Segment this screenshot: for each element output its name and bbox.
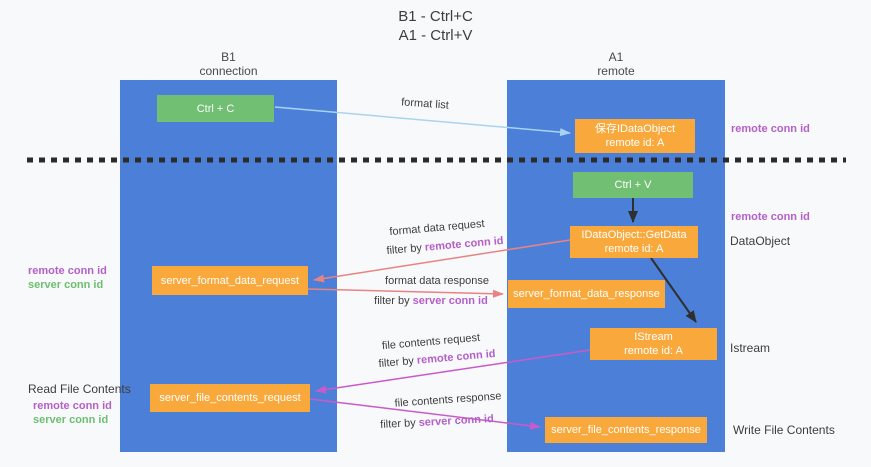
right-lane-name: A1 xyxy=(608,50,624,64)
right-lane-header: A1 remote xyxy=(507,50,725,78)
right-remote-conn-id-top: remote conn id xyxy=(731,123,810,135)
ctrl-v-label: Ctrl + V xyxy=(614,179,652,191)
right-lane-role: remote xyxy=(597,64,635,78)
ctrl-c-box: Ctrl + C xyxy=(157,95,274,122)
save-dataobject-line2: remote id: A xyxy=(605,137,665,149)
ctrl-v-box: Ctrl + V xyxy=(573,172,693,198)
getdata-box: IDataObject::GetData remote id: A xyxy=(570,226,698,258)
filter-by-text: filter by xyxy=(374,295,410,307)
server-conn-id-key: server conn id xyxy=(418,413,495,429)
filter-by-text: filter by xyxy=(379,417,416,431)
left-lane-name: B1 xyxy=(221,50,236,64)
filter-by-text: filter by xyxy=(378,355,415,371)
left-server-conn-id-top: server conn id xyxy=(28,279,104,291)
server-file-contents-response-box: server_file_contents_response xyxy=(545,417,707,443)
format-list-label: format list xyxy=(400,96,450,112)
format-data-response-arrow xyxy=(307,288,504,298)
getdata-line1: IDataObject::GetData xyxy=(581,229,687,241)
left-lane-header: B1 connection xyxy=(120,50,337,78)
right-write-file-contents-label: Write File Contents xyxy=(733,423,835,437)
left-remote-conn-id-top: remote conn id xyxy=(28,265,107,277)
left-read-file-contents-label: Read File Contents xyxy=(28,382,131,396)
server-format-data-response-box: server_format_data_response xyxy=(508,280,665,308)
right-dataobject-label: DataObject xyxy=(730,234,791,248)
right-istream-label: Istream xyxy=(730,341,771,355)
save-dataobject-box: 保存IDataObject remote id: A xyxy=(575,119,695,153)
istream-line2: remote id: A xyxy=(624,345,683,357)
server-file-contents-request-box: server_file_contents_request xyxy=(150,384,310,412)
server-file-contents-response-label: server_file_contents_response xyxy=(551,424,701,436)
istream-line1: IStream xyxy=(634,331,673,343)
server-format-data-response-label: server_format_data_response xyxy=(513,288,660,300)
filter-by-text: filter by xyxy=(386,242,423,258)
title-line-1: B1 - Ctrl+C xyxy=(398,8,473,25)
left-server-conn-id-bottom: server conn id xyxy=(33,414,109,426)
server-conn-id-key: server conn id xyxy=(412,295,488,307)
remote-conn-id-key: remote conn id xyxy=(424,234,504,254)
save-dataobject-line1: 保存IDataObject xyxy=(594,123,676,135)
left-remote-conn-id-bottom: remote conn id xyxy=(33,400,112,412)
remote-conn-id-key: remote conn id xyxy=(416,347,496,367)
left-lane-role: connection xyxy=(199,64,258,78)
istream-box: IStream remote id: A xyxy=(590,328,717,360)
title-line-2: A1 - Ctrl+V xyxy=(398,27,473,44)
file-contents-request-label: file contents request xyxy=(381,331,481,353)
server-format-data-request-label: server_format_data_request xyxy=(160,274,300,287)
file-contents-response-label: file contents response xyxy=(394,390,502,410)
ctrl-c-label: Ctrl + C xyxy=(196,102,235,115)
server-file-contents-request-label: server_file_contents_request xyxy=(159,392,301,404)
right-remote-conn-id-mid: remote conn id xyxy=(731,211,810,223)
getdata-line2: remote id: A xyxy=(604,243,664,255)
format-data-request-label: format data request xyxy=(388,217,486,239)
format-data-response-label: format data response xyxy=(385,275,489,287)
diagram-title: B1 - Ctrl+C A1 - Ctrl+V xyxy=(0,7,871,45)
server-format-data-request-box: server_format_data_request xyxy=(152,266,308,295)
